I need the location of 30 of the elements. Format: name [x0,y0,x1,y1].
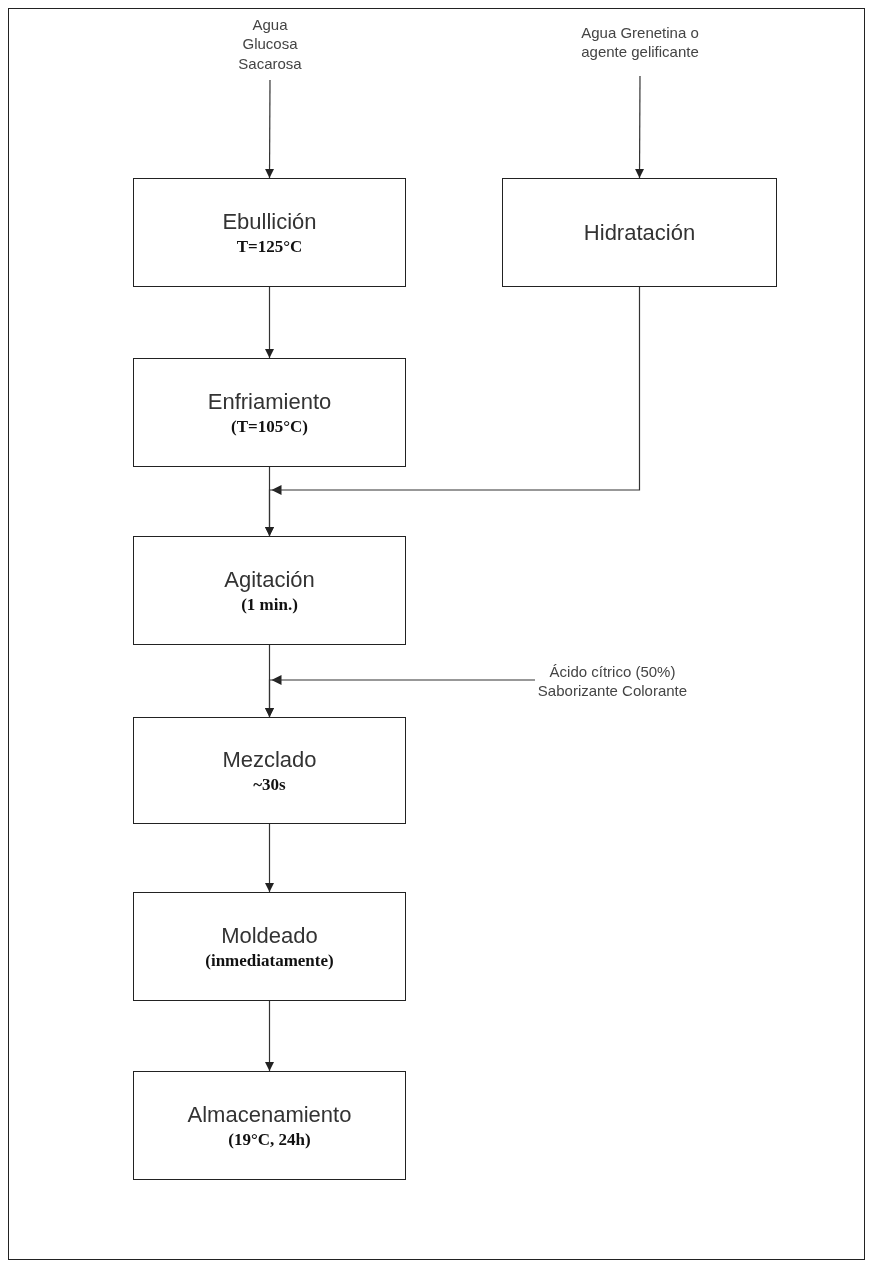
process-box [502,178,777,287]
input-list: Ácido cítrico (50%) Saborizante Colorante [535,661,690,701]
step-name: Hidratación [583,219,696,246]
step-name: Ebullición [222,208,317,235]
step-condition: T=125°C [236,236,303,257]
step-condition: (T=105°C) [231,416,308,437]
step-name: Mezclado [222,746,317,773]
process-box [133,717,406,824]
arrow [265,823,274,893]
arrow [265,1000,274,1072]
process-box [133,178,406,287]
process-box [133,358,406,467]
process-box [133,1071,406,1180]
arrow [265,286,274,359]
arrow [265,286,641,537]
arrow [265,79,275,179]
step-name: Enfriamiento [207,388,332,415]
step-name: Agitación [224,566,315,593]
process-box [133,892,406,1001]
step-name: Moldeado [221,922,318,949]
input-list: Agua Glucosa Sacarosa [225,14,315,74]
arrow [265,675,536,718]
step-condition: (19°C, 24h) [228,1129,311,1150]
input-list: Agua Grenetina o agente gelificante [565,22,715,62]
step-condition: (1 min.) [241,594,298,615]
step-condition: (inmediatamente) [205,950,334,971]
arrow [635,75,645,179]
step-condition: ~30s [253,774,286,795]
process-box [133,536,406,645]
step-name: Almacenamiento [187,1101,352,1128]
